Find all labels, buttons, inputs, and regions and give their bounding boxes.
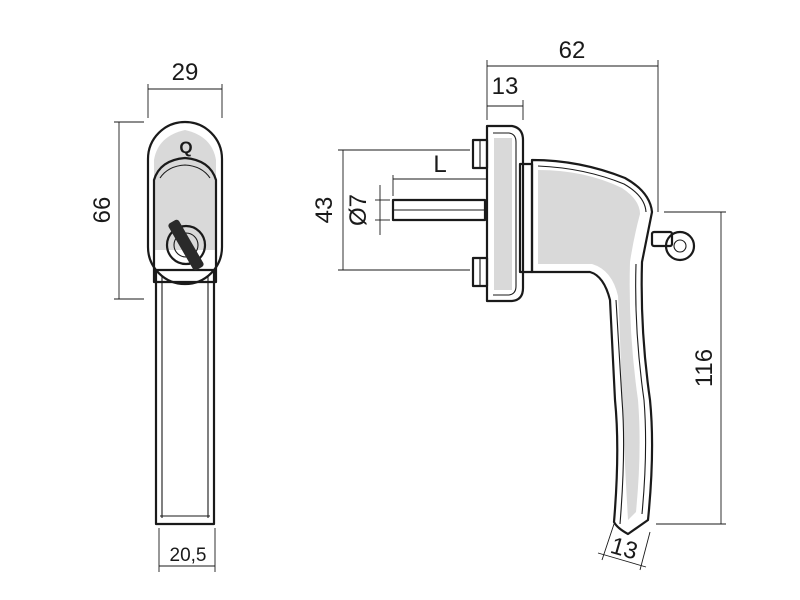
front-lock-cylinder (165, 224, 207, 266)
front-rosette-shade (154, 130, 216, 250)
side-height-label: 116 (691, 349, 718, 387)
dim-rosette-height: 43 (311, 149, 470, 271)
dim-side-base: 13 (487, 73, 524, 120)
front-q-mark: Q (179, 138, 192, 157)
dim-front-height: 66 (89, 121, 144, 300)
side-lever-shade (538, 170, 640, 520)
side-view (391, 124, 696, 536)
spindle-length-label: L (433, 151, 446, 178)
front-bottom-label: 20,5 (170, 545, 207, 566)
dim-spindle-length: L (392, 151, 487, 196)
dim-front-bottom: 20,5 (158, 528, 216, 572)
front-handle-neck (152, 156, 218, 284)
dim-front-width: 29 (147, 59, 223, 118)
side-base-label: 13 (492, 73, 519, 100)
rosette-height-label: 43 (311, 197, 338, 224)
front-neck-highlight (159, 164, 211, 179)
dim-side-height: 116 (656, 211, 726, 525)
dim-spindle-diameter: Ø7 (345, 185, 390, 235)
front-rosette (146, 120, 224, 286)
front-handle-grip (154, 268, 216, 526)
front-width-label: 29 (172, 59, 199, 86)
spindle-diameter-label: Ø7 (345, 194, 372, 226)
side-total-label: 62 (559, 37, 586, 64)
dim-side-total: 62 (486, 37, 659, 212)
side-tip-label: 13 (608, 532, 641, 565)
front-key-slot (168, 219, 204, 271)
side-rosette (485, 124, 525, 303)
side-rosette-shade (494, 138, 512, 290)
side-key-icon (650, 230, 696, 262)
front-view: Q (146, 120, 224, 526)
side-lever (530, 158, 654, 536)
side-hub (518, 162, 534, 274)
front-height-label: 66 (89, 197, 116, 224)
